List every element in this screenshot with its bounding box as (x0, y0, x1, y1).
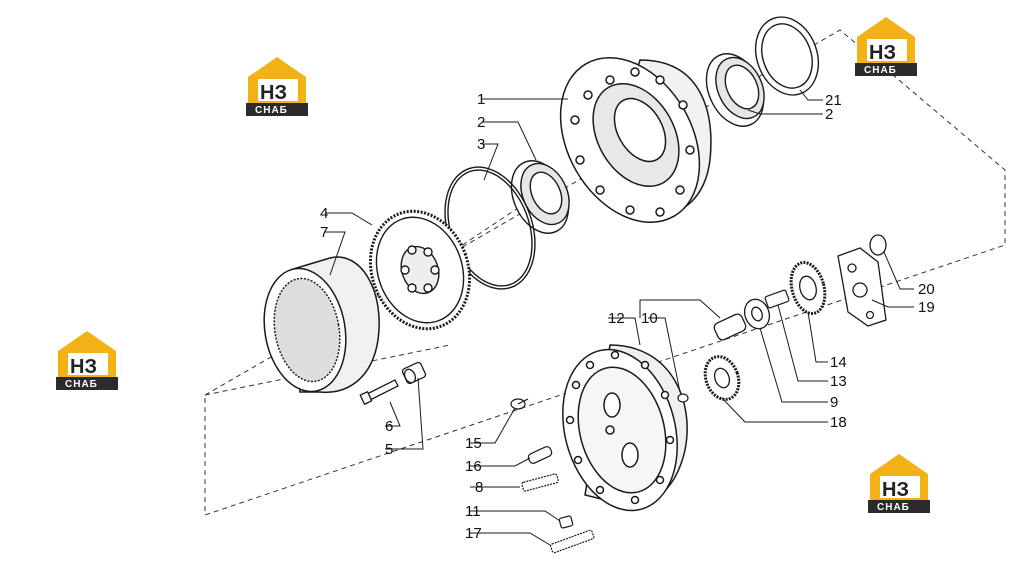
part-4-gear-carrier (368, 209, 472, 331)
callout-18: 18 (830, 414, 847, 431)
part-11-nut (558, 515, 574, 529)
part-16-pin (527, 446, 553, 464)
house-logo-icon: НЗ СНАБ (855, 17, 917, 76)
callout-13: 13 (830, 373, 847, 390)
part-15-screw (510, 398, 529, 410)
part-13-needle-rollers (764, 289, 790, 309)
part-8-stud (521, 473, 559, 492)
leader-lines (325, 89, 914, 546)
svg-text:СНАБ: СНАБ (65, 379, 98, 390)
part-19-plate (837, 247, 887, 327)
watermark-logo: НЗ СНАБ (866, 450, 932, 516)
part-20-circlip (869, 234, 887, 256)
part-2-bearing-right (705, 53, 765, 127)
svg-text:СНАБ: СНАБ (255, 105, 288, 116)
house-logo-icon: НЗ СНАБ (868, 454, 930, 513)
callout-2-left: 2 (477, 114, 485, 131)
callout-4: 4 (320, 205, 328, 222)
part-5-sleeve (401, 361, 427, 385)
part-12-planet-carrier (562, 344, 688, 512)
part-21-snap-ring (754, 16, 820, 96)
part-7-ring-gear (263, 256, 380, 394)
callout-20: 20 (918, 281, 935, 298)
callout-2-right: 2 (825, 106, 833, 123)
callout-6: 6 (385, 418, 393, 435)
callout-5: 5 (385, 441, 393, 458)
house-logo-icon: НЗ СНАБ (56, 331, 118, 390)
callout-14: 14 (830, 354, 847, 371)
part-6-bolt (359, 379, 399, 406)
callout-16: 16 (465, 458, 482, 475)
svg-text:НЗ: НЗ (882, 479, 909, 501)
callout-7: 7 (320, 224, 328, 241)
part-1-hub-housing (559, 56, 712, 224)
part-2-bearing-left (510, 160, 570, 234)
callout-19: 19 (918, 299, 935, 316)
callout-15: 15 (465, 435, 482, 452)
part-17-stud (549, 529, 595, 554)
callout-8: 8 (475, 479, 483, 496)
house-logo-icon: НЗ СНАБ (246, 57, 308, 116)
part-18-planet-gear (703, 355, 741, 401)
part-pin (713, 313, 747, 341)
callout-17: 17 (465, 525, 482, 542)
callout-1: 1 (477, 91, 485, 108)
watermark-logo: НЗ СНАБ (244, 53, 310, 119)
callout-labels: 1 2 3 4 7 21 2 20 19 12 10 14 13 9 18 6 … (320, 91, 935, 542)
svg-text:НЗ: НЗ (869, 42, 896, 64)
svg-text:СНАБ: СНАБ (877, 502, 910, 513)
svg-text:НЗ: НЗ (70, 356, 97, 378)
svg-text:НЗ: НЗ (260, 82, 287, 104)
callout-12: 12 (608, 310, 625, 327)
callout-21: 21 (825, 92, 842, 109)
part-9-washer (743, 298, 771, 330)
svg-text:СНАБ: СНАБ (864, 65, 897, 76)
watermark-logo: НЗ СНАБ (853, 13, 919, 79)
watermark-logo: НЗ СНАБ (54, 327, 120, 393)
callout-9: 9 (830, 394, 838, 411)
part-10-screw (677, 393, 689, 403)
callout-10: 10 (641, 310, 658, 327)
callout-11: 11 (465, 503, 481, 520)
part-14-gear (789, 261, 827, 315)
callout-3: 3 (477, 136, 485, 153)
